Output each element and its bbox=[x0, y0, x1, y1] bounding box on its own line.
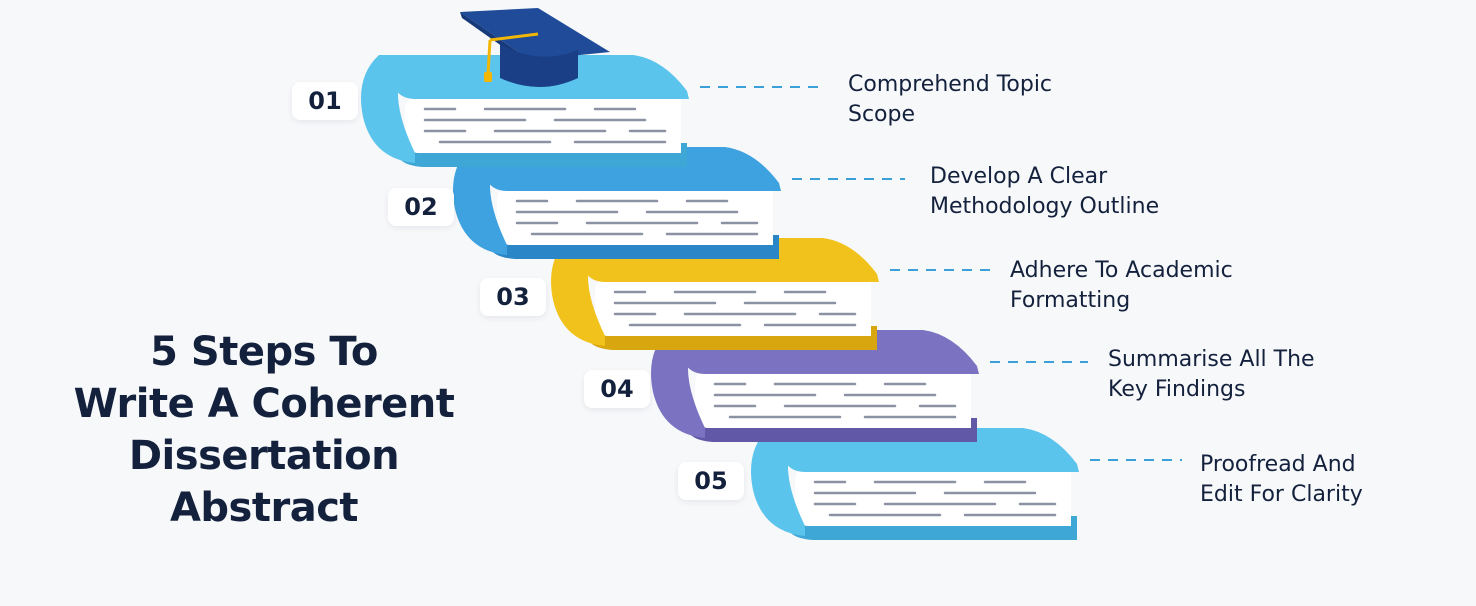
main-title: 5 Steps To Write A Coherent Dissertation… bbox=[52, 326, 476, 534]
book-5 bbox=[751, 428, 1079, 540]
step-label-5: Proofread And Edit For Clarity bbox=[1200, 450, 1363, 510]
title-line-1: 5 Steps To bbox=[150, 329, 378, 375]
step-number-badge-2: 02 bbox=[388, 188, 454, 226]
book-1-spine bbox=[361, 55, 415, 163]
book-5-pages bbox=[795, 472, 1071, 526]
step-4-line-2: Key Findings bbox=[1108, 377, 1246, 402]
book-2-spine bbox=[453, 147, 507, 255]
step-5-line-2: Edit For Clarity bbox=[1200, 482, 1363, 507]
book-3-pages bbox=[595, 282, 871, 336]
graduation-cap-icon bbox=[460, 8, 610, 87]
connector-lines bbox=[700, 86, 1182, 461]
step-3-line-2: Formatting bbox=[1010, 288, 1131, 313]
step-label-2: Develop A Clear Methodology Outline bbox=[930, 162, 1159, 222]
book-4-spine bbox=[651, 330, 705, 438]
title-line-4: Abstract bbox=[169, 485, 359, 531]
step-4-line-1: Summarise All The bbox=[1108, 347, 1315, 372]
book-1-pages bbox=[405, 99, 681, 153]
book-2-pages bbox=[497, 191, 773, 245]
book-4-pages bbox=[695, 374, 971, 428]
step-3-line-1: Adhere To Academic bbox=[1010, 258, 1233, 283]
step-5-line-1: Proofread And bbox=[1200, 452, 1356, 477]
book-3-spine bbox=[551, 238, 605, 346]
title-line-3: Dissertation bbox=[128, 433, 400, 479]
book-5-spine bbox=[751, 428, 805, 536]
step-number-badge-4: 04 bbox=[584, 370, 650, 408]
step-2-line-1: Develop A Clear bbox=[930, 164, 1108, 189]
step-label-1: Comprehend Topic Scope bbox=[848, 70, 1052, 130]
step-number-badge-1: 01 bbox=[292, 82, 358, 120]
step-number-badge-5: 05 bbox=[678, 462, 744, 500]
step-1-line-1: Comprehend Topic bbox=[848, 72, 1053, 97]
step-label-3: Adhere To Academic Formatting bbox=[1010, 256, 1233, 316]
step-2-line-2: Methodology Outline bbox=[930, 194, 1160, 219]
title-line-2: Write A Coherent bbox=[73, 381, 455, 427]
step-label-4: Summarise All The Key Findings bbox=[1108, 345, 1315, 405]
step-1-line-2: Scope bbox=[848, 102, 916, 127]
step-number-badge-3: 03 bbox=[480, 278, 546, 316]
